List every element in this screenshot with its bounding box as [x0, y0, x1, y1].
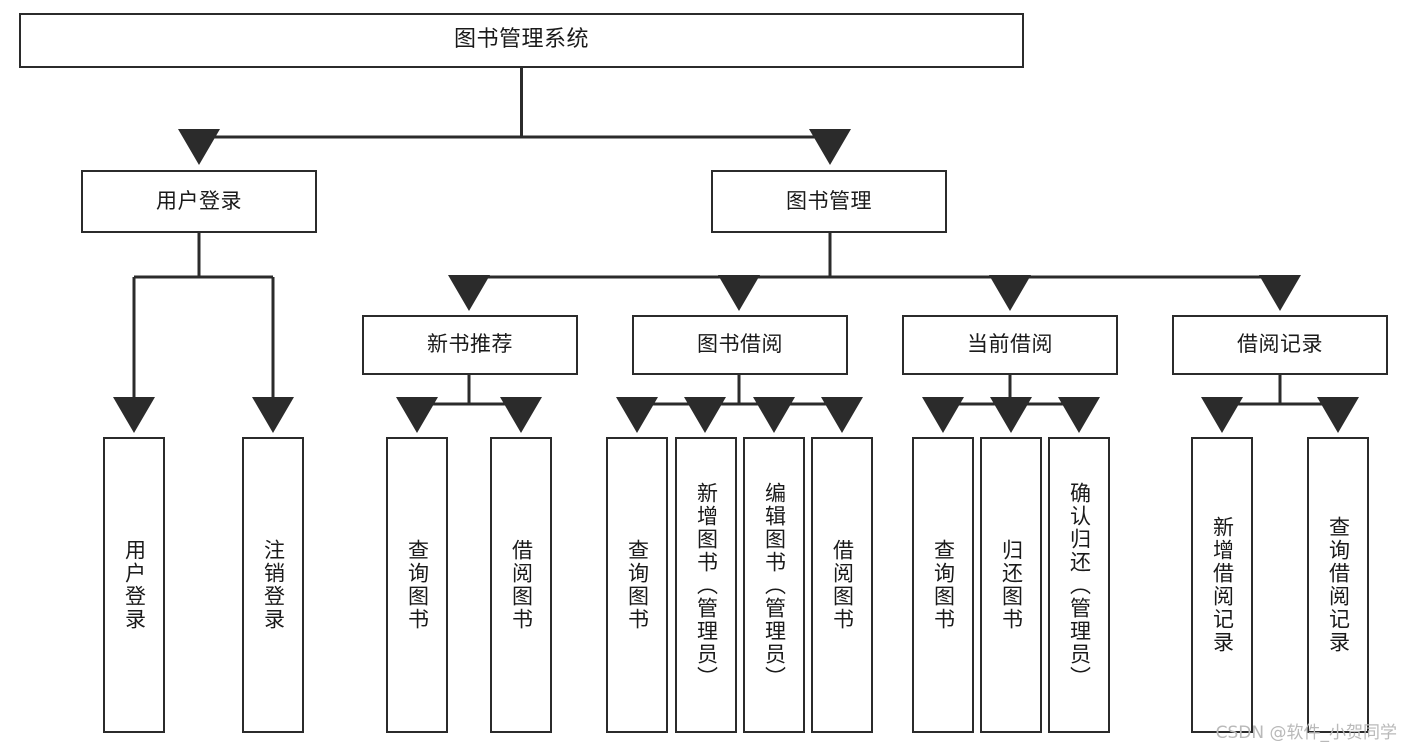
- node-label: 用户登录: [156, 188, 242, 213]
- node-label: 借阅记录: [1237, 332, 1323, 357]
- leaf-query-book-borrow[interactable]: 查询图书: [606, 437, 668, 733]
- node-label: 当前借阅: [967, 332, 1053, 357]
- node-root-library-system[interactable]: 图书管理系统: [19, 13, 1024, 68]
- node-borrow-record[interactable]: 借阅记录: [1172, 315, 1388, 375]
- node-label: 新书推荐: [427, 332, 513, 357]
- leaf-borrow-book-recommend[interactable]: 借阅图书: [490, 437, 552, 733]
- leaf-add-book-admin[interactable]: 新增图书（管理员）: [675, 437, 737, 733]
- node-label: 注销登录: [261, 539, 286, 631]
- node-book-borrow[interactable]: 图书借阅: [632, 315, 848, 375]
- node-label: 图书管理系统: [453, 27, 589, 53]
- leaf-query-borrow-record[interactable]: 查询借阅记录: [1307, 437, 1369, 733]
- node-label: 借阅图书: [830, 539, 855, 631]
- leaf-query-book-current[interactable]: 查询图书: [912, 437, 974, 733]
- node-label: 借阅图书: [509, 539, 534, 631]
- node-user-login[interactable]: 用户登录: [81, 170, 317, 233]
- leaf-borrow-book[interactable]: 借阅图书: [811, 437, 873, 733]
- leaf-user-login[interactable]: 用户登录: [103, 437, 165, 733]
- node-new-book-recommend[interactable]: 新书推荐: [362, 315, 578, 375]
- leaf-edit-book-admin[interactable]: 编辑图书（管理员）: [743, 437, 805, 733]
- node-book-management[interactable]: 图书管理: [711, 170, 947, 233]
- leaf-logout-login[interactable]: 注销登录: [242, 437, 304, 733]
- node-label: 查询图书: [405, 539, 430, 631]
- node-label: 查询图书: [625, 539, 650, 631]
- leaf-return-book[interactable]: 归还图书: [980, 437, 1042, 733]
- node-current-borrow[interactable]: 当前借阅: [902, 315, 1118, 375]
- node-label: 查询借阅记录: [1326, 516, 1351, 654]
- node-label: 编辑图书（管理员）: [762, 481, 787, 689]
- leaf-confirm-return-admin[interactable]: 确认归还（管理员）: [1048, 437, 1110, 733]
- csdn-watermark: CSDN @软件_小贺同学: [1215, 723, 1397, 743]
- node-label: 用户登录: [122, 539, 147, 631]
- node-label: 图书管理: [786, 188, 872, 213]
- node-label: 归还图书: [999, 539, 1024, 631]
- leaf-query-book-recommend[interactable]: 查询图书: [386, 437, 448, 733]
- node-label: 查询图书: [931, 539, 956, 631]
- leaf-add-borrow-record[interactable]: 新增借阅记录: [1191, 437, 1253, 733]
- node-label: 确认归还（管理员）: [1067, 481, 1092, 689]
- node-label: 新增借阅记录: [1210, 516, 1235, 654]
- node-label: 图书借阅: [697, 332, 783, 357]
- node-label: 新增图书（管理员）: [694, 481, 719, 689]
